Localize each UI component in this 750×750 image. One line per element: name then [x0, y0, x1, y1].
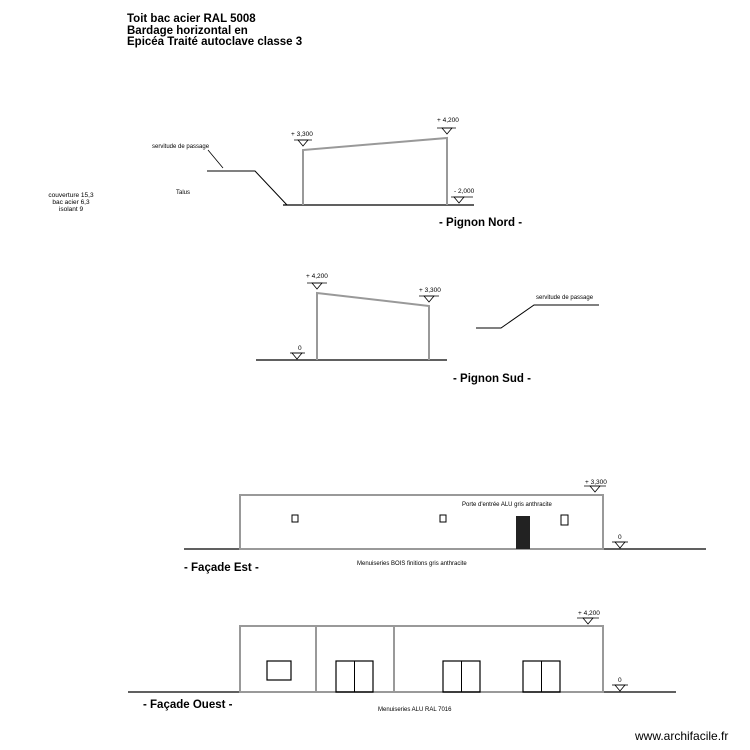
nord-slope-label: Talus	[176, 190, 191, 196]
sud-easement-line	[476, 304, 599, 329]
ouest-level-marker-ground	[614, 684, 626, 692]
facade-ouest-elevation	[128, 617, 676, 693]
archifacile-watermark[interactable]: www.archifacile.fr	[635, 729, 729, 743]
sud-level-marker-left	[311, 282, 323, 290]
nord-level-left: + 3,300	[291, 131, 313, 138]
ouest-level-top: + 4,200	[578, 610, 600, 617]
pignon-sud-title: - Pignon Sud -	[453, 373, 531, 385]
spec-line-roof: Toit bac acier RAL 5008	[127, 13, 256, 25]
insulation-note: couverture 15,3 bac acier 6,3 isolant 9	[40, 192, 102, 213]
pignon-nord-title: - Pignon Nord -	[439, 217, 523, 229]
est-window-1	[291, 514, 299, 523]
est-level-top: + 3,300	[585, 479, 607, 486]
est-entrance-door	[516, 516, 530, 549]
sud-level-right: + 3,300	[419, 287, 441, 294]
facade-est-title: - Façade Est -	[184, 562, 259, 574]
nord-level-marker-ground	[453, 196, 465, 204]
est-window-2	[439, 514, 447, 523]
ouest-window	[266, 660, 292, 681]
insulation-line-cover: couverture 15,3	[48, 192, 94, 199]
nord-level-marker-left	[297, 139, 309, 147]
pignon-sud-elevation	[256, 282, 599, 361]
spec-line-wood: Epicéa Traité autoclave classe 3	[127, 36, 303, 48]
sud-easement-label: servitude de passage	[536, 295, 594, 301]
sud-wall-outline	[316, 291, 430, 360]
ouest-level-marker-top	[582, 617, 594, 625]
ouest-level-ground: 0	[618, 677, 622, 684]
nord-easement-label: servitude de passage	[152, 144, 210, 150]
ouest-joinery-note: Menuiseries ALU RAL 7016	[378, 707, 452, 713]
nord-level-right: + 4,200	[437, 117, 459, 124]
ouest-wall-outline	[239, 625, 604, 693]
est-level-marker-ground	[614, 541, 626, 549]
est-level-marker-top	[589, 485, 601, 493]
est-level-ground: 0	[618, 534, 622, 541]
facade-ouest-title: - Façade Ouest -	[143, 699, 233, 711]
est-joinery-note: Menuiseries BOIS finitions gris anthraci…	[357, 561, 467, 567]
nord-level-marker-right	[441, 127, 453, 135]
spec-line-cladding: Bardage horizontal en	[127, 24, 248, 37]
pignon-nord-elevation	[207, 127, 474, 206]
roof-cladding-spec: Toit bac acier RAL 5008 Bardage horizont…	[127, 13, 303, 49]
insulation-line-steel: bac acier 6,3	[52, 198, 90, 206]
est-window-3	[560, 514, 569, 526]
sud-level-left: + 4,200	[306, 273, 328, 280]
nord-level-ground: - 2,000	[454, 188, 475, 195]
sud-level-marker-ground	[291, 352, 303, 360]
est-wall-outline	[239, 494, 604, 550]
nord-wall-outline	[302, 136, 448, 205]
sud-level-ground: 0	[298, 345, 302, 352]
nord-easement-leader	[207, 149, 224, 169]
facade-est-elevation	[184, 485, 706, 550]
sud-level-marker-right	[423, 295, 435, 303]
nord-slope-line	[207, 170, 288, 206]
est-door-note: Porte d'entrée ALU gris anthracite	[462, 502, 552, 508]
insulation-line-insulant: isolant 9	[58, 205, 84, 213]
